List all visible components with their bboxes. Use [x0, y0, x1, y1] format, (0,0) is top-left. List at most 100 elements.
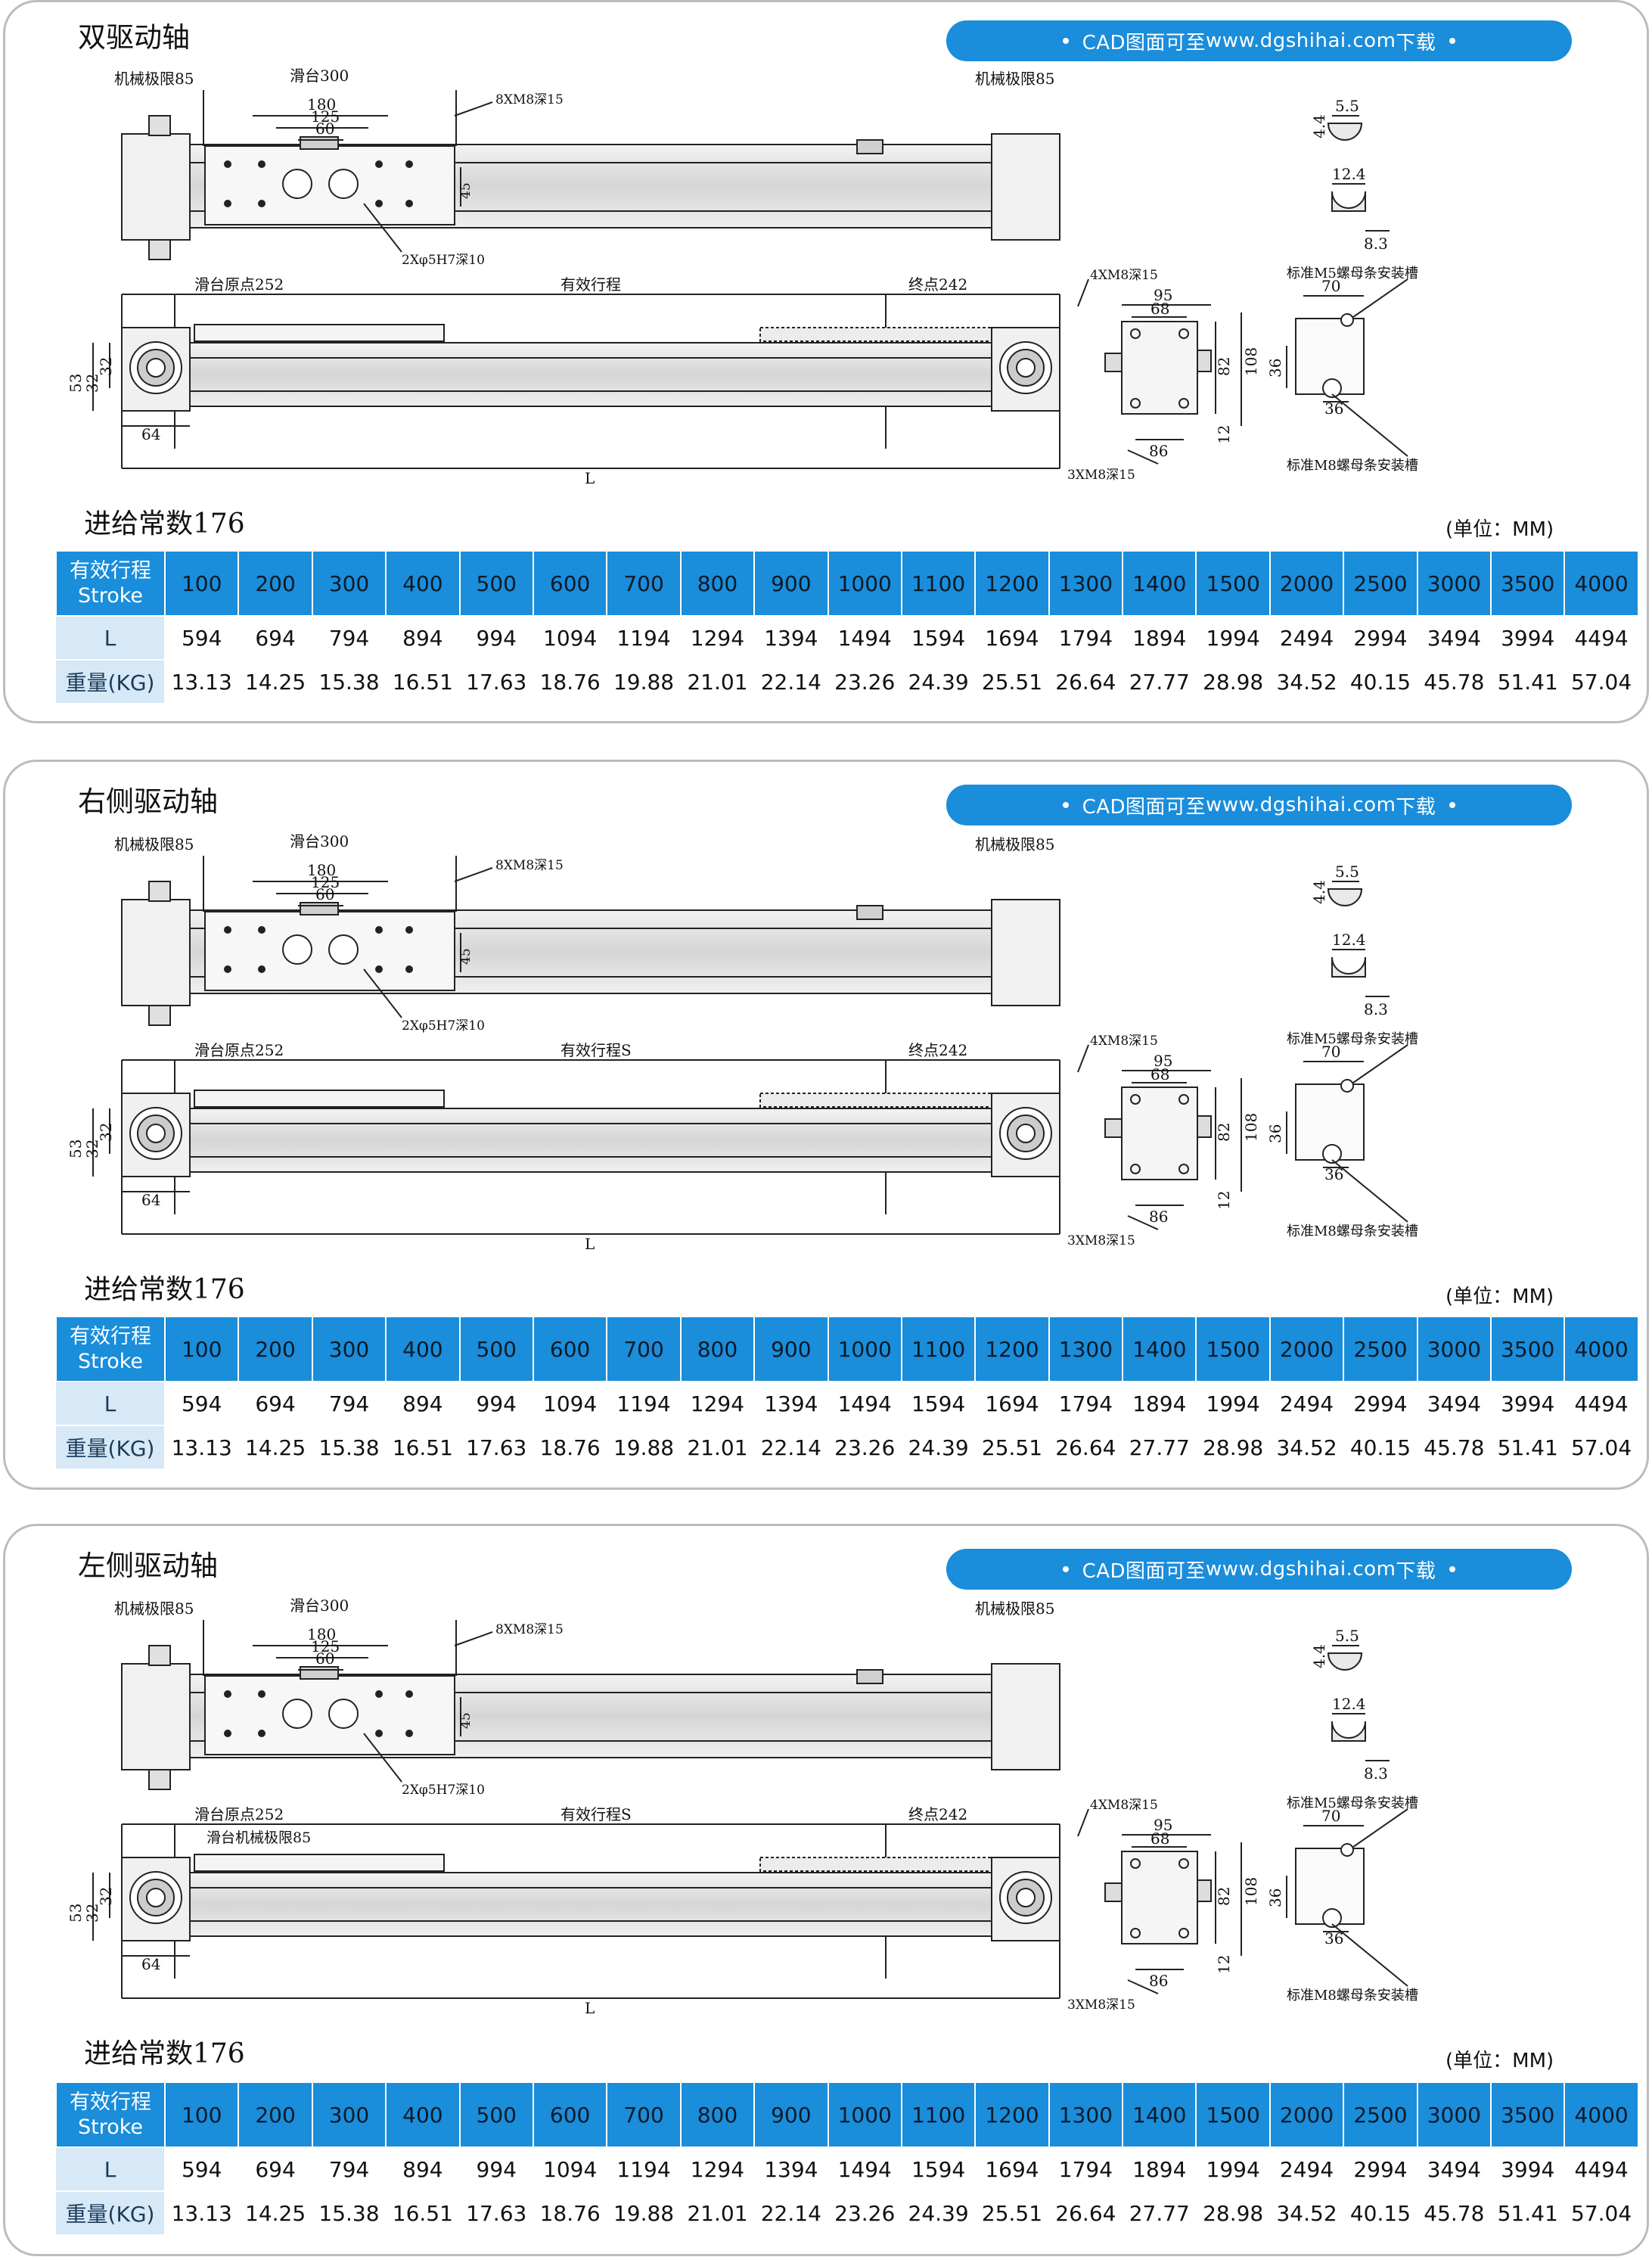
stroke-cell: 1200	[974, 550, 1050, 617]
stroke-cell: 3500	[1490, 2081, 1566, 2148]
feed-constant: 进给常数176	[84, 2038, 245, 2069]
dim-45: 45	[458, 1712, 474, 1729]
length-cell: 3494	[1416, 1381, 1492, 1426]
dim-64: 64	[141, 1191, 160, 1209]
weight-cell: 34.52	[1268, 2190, 1345, 2236]
dim-180: 180	[307, 861, 336, 879]
cad-suffix: 下载	[1396, 1559, 1436, 1583]
weight-cell: 25.51	[974, 1425, 1050, 1470]
dim-108: 108	[1242, 1877, 1260, 1906]
weight-cell: 14.25	[238, 1425, 313, 1470]
weight-cell: 13.13	[163, 1425, 240, 1470]
dim-12: 12	[1215, 1955, 1233, 1974]
length-cell: 1594	[900, 1381, 977, 1426]
dim-60: 60	[315, 120, 334, 138]
dim-64: 64	[141, 425, 160, 443]
weight-cell: 15.38	[311, 659, 387, 704]
length-cell: 1994	[1195, 1381, 1271, 1426]
dim-70: 70	[1321, 1043, 1340, 1061]
stroke-cell: 3000	[1416, 1316, 1492, 1382]
technical-drawing: 机械极限85 机械极限85 滑台300 180 125 60 8XM8深15 4…	[67, 1596, 1418, 2017]
dim-86: 86	[1149, 442, 1168, 460]
dim-5-5: 5.5	[1335, 1627, 1359, 1645]
length-header: L	[56, 615, 166, 661]
weight-cell: 15.38	[311, 1425, 387, 1470]
slide-limit-label: 滑台机械极限85	[206, 1829, 311, 1846]
length-cell: 1194	[606, 615, 682, 661]
slot-m5-label: 标准M5螺母条安装槽	[1287, 1795, 1418, 1811]
cad-download-link[interactable]: CAD图面可至 www.dgshihai.com 下载	[946, 785, 1572, 825]
stroke-cell: 500	[458, 1316, 534, 1382]
stroke-cell: 1300	[1048, 2081, 1124, 2148]
unit-label: (单位：MM)	[1446, 2050, 1554, 2072]
slot-m5-detail-icon	[1327, 1652, 1363, 1671]
length-cell: 694	[238, 615, 313, 661]
cad-url[interactable]: www.dgshihai.com	[1206, 1558, 1396, 1581]
stroke-cell: 500	[458, 550, 534, 617]
pin-holes-label: 2Xφ5H7深10	[402, 253, 485, 268]
section-title: 左侧驱动轴	[78, 1550, 218, 1582]
weight-cell: 19.88	[606, 659, 682, 704]
cad-url[interactable]: www.dgshihai.com	[1206, 30, 1396, 52]
front-rail	[189, 1108, 992, 1173]
slot-m5-detail-icon	[1327, 123, 1363, 141]
feed-constant: 进给常数176	[84, 1274, 245, 1305]
weight-cell: 18.76	[532, 659, 608, 704]
left-motor-stub	[148, 115, 171, 136]
stroke-cell: 400	[385, 1316, 461, 1382]
stroke-cell: 700	[606, 1316, 682, 1382]
length-cell: 694	[238, 2147, 313, 2192]
length-cell: 994	[458, 2147, 534, 2192]
weight-cell: 27.77	[1122, 2190, 1197, 2236]
front-rail	[189, 1872, 992, 1937]
length-cell: 1794	[1048, 615, 1124, 661]
holes-8-label: 8XM8深15	[495, 858, 564, 873]
cad-download-link[interactable]: CAD图面可至 www.dgshihai.com 下载	[946, 1549, 1572, 1590]
dim-8-3: 8.3	[1364, 1764, 1388, 1783]
cad-url[interactable]: www.dgshihai.com	[1206, 794, 1396, 816]
slot-m5-label: 标准M5螺母条安装槽	[1287, 266, 1418, 281]
length-cell: 2994	[1343, 1381, 1418, 1426]
length-cell: 594	[163, 1381, 240, 1426]
bullet-icon	[1449, 38, 1456, 44]
weight-header: 重量(KG)	[56, 2190, 166, 2236]
stroke-cell: 4000	[1564, 550, 1639, 617]
stroke-cell: 900	[753, 550, 829, 617]
left-end-cap	[121, 1663, 191, 1770]
dim-70: 70	[1321, 277, 1340, 295]
dim-53: 53	[67, 1139, 85, 1158]
dim-125: 125	[311, 107, 340, 126]
stroke-cell: 1500	[1195, 2081, 1271, 2148]
weight-cell: 24.39	[900, 659, 977, 704]
stroke-cell: 2500	[1343, 1316, 1418, 1382]
pin-holes-label: 2Xφ5H7深10	[402, 1783, 485, 1798]
weight-cell: 13.13	[163, 2190, 240, 2236]
weight-cell: 16.51	[385, 2190, 461, 2236]
holes-3-label: 3XM8深15	[1067, 1233, 1135, 1248]
dim-32b: 32	[97, 1887, 115, 1906]
weight-cell: 51.41	[1490, 2190, 1566, 2236]
dim-12: 12	[1215, 1191, 1233, 1210]
length-cell: 594	[163, 2147, 240, 2192]
stroke-cell: 600	[532, 550, 608, 617]
stroke-cell: 1100	[900, 2081, 977, 2148]
weight-cell: 45.78	[1416, 2190, 1492, 2236]
dim-8-3: 8.3	[1364, 1000, 1388, 1018]
dim-64: 64	[141, 1955, 160, 1973]
dim-60: 60	[315, 1649, 334, 1668]
weight-cell: 28.98	[1195, 1425, 1271, 1470]
weight-cell: 22.14	[753, 2190, 829, 2236]
stroke-cell: 900	[753, 1316, 829, 1382]
stroke-cell: 1100	[900, 1316, 977, 1382]
cad-download-link[interactable]: CAD图面可至 www.dgshihai.com 下载	[946, 20, 1572, 61]
length-cell: 1494	[827, 2147, 902, 2192]
length-cell: 1694	[974, 2147, 1050, 2192]
slot-m8-detail-icon	[1331, 191, 1366, 212]
stroke-cell: 1200	[974, 1316, 1050, 1382]
slide-block-top	[204, 1675, 455, 1755]
weight-cell: 16.51	[385, 659, 461, 704]
dim-82: 82	[1215, 1123, 1233, 1142]
